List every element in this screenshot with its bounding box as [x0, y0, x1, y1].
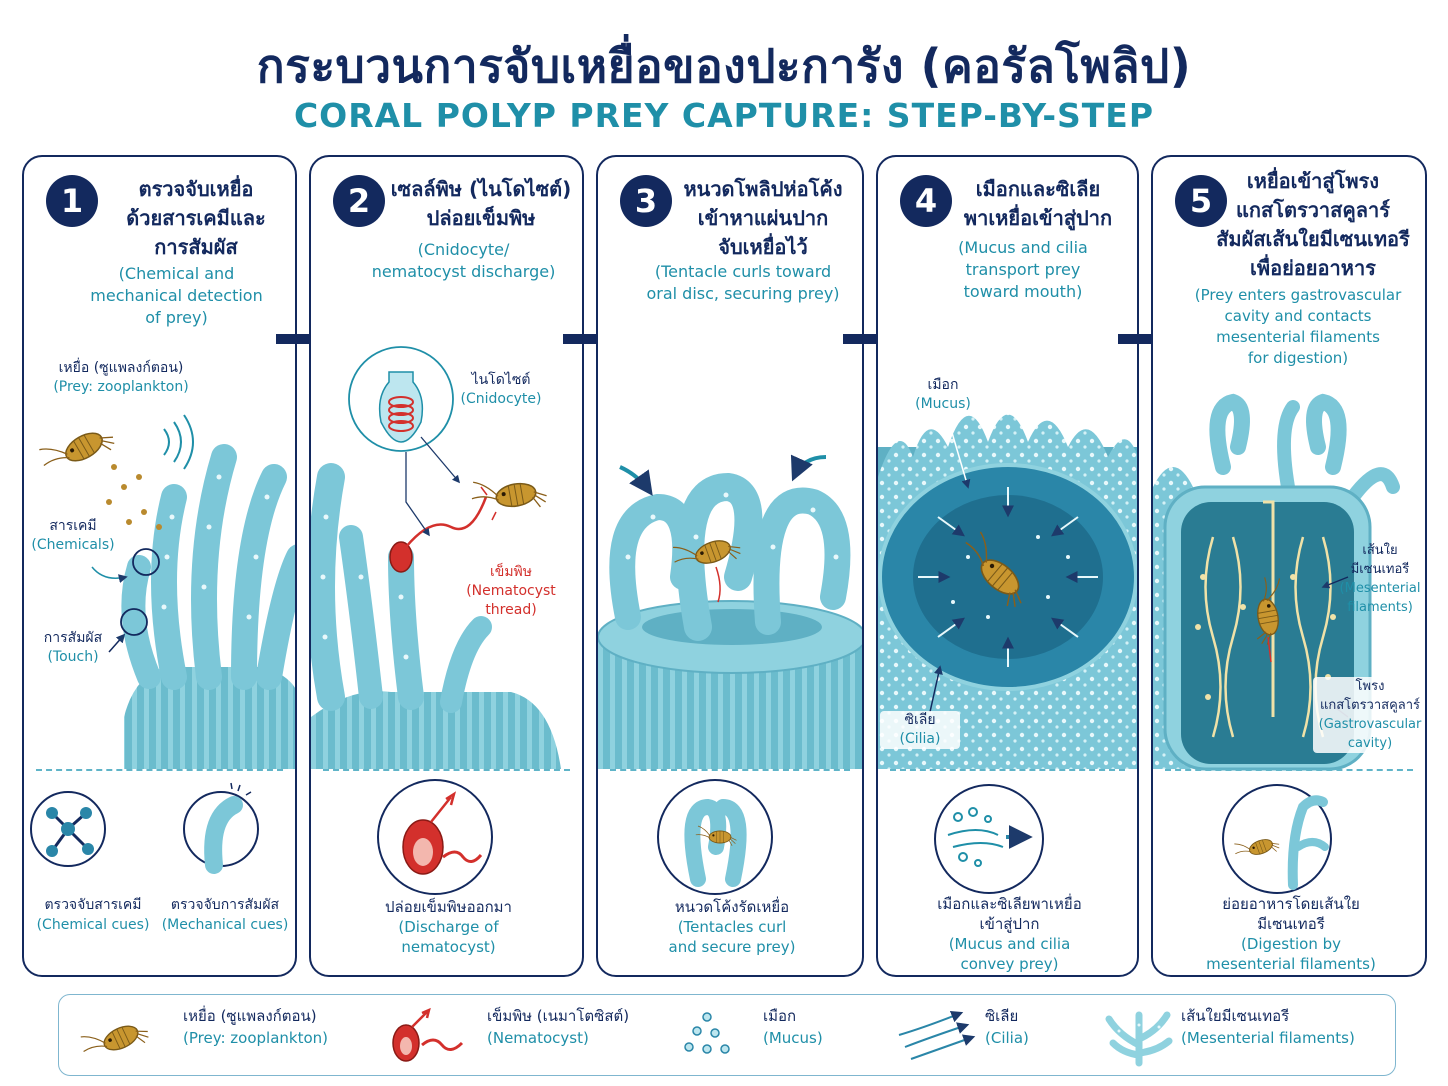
step-1-title-th: ตรวจจับเหยื่อ ด้วยสารเคมีและ การสัมผัส [126, 177, 266, 259]
mucus-label: เมือก(Mucus) [898, 376, 988, 414]
step-4-divider [890, 769, 1125, 771]
zooplankton-icon [79, 1009, 153, 1067]
step-3-title-en: (Tentacle curls toward oral disc, securi… [646, 262, 840, 303]
step-5-number: 5 [1175, 175, 1227, 227]
step-3-number: 3 [620, 175, 672, 227]
step-2-title-en: (Cnidocyte/ nematocyst discharge) [371, 240, 556, 281]
step-5-divider [1165, 769, 1413, 771]
legend-nematocyst-text: เข็มพิษ (เนมาโตซิสต์)(Nematocyst) [487, 1007, 630, 1047]
legend-mesenterial-text: เส้นใยมีเซนเทอรี(Mesenterial filaments) [1181, 1007, 1355, 1047]
touch-label: การสัมผัส(Touch) [43, 630, 103, 665]
mucus-flow-icon [934, 784, 1044, 894]
step-2-divider [323, 769, 570, 771]
legend-cilia-text: ซิเลีย(Cilia) [985, 1007, 1029, 1047]
step-1-divider [36, 769, 283, 771]
step-3-panel: 3 หนวดโพลิปห่อโค้ง เข้าหาแผ่นปาก จับเหยื… [596, 155, 864, 977]
mucus-cilia-caption: เมือกและซิเลียพาเหยื่อ เข้าสู่ปาก(Mucus … [937, 895, 1082, 973]
tentacles-curl-caption: หนวดโค้งรัดเหยื่อ(Tentacles curl and sec… [668, 898, 796, 956]
page-subtitle: CORAL POLYP PREY CAPTURE: STEP-BY-STEP [293, 96, 1155, 135]
legend-mucus-text: เมือก(Mucus) [763, 1007, 823, 1047]
step-1-panel: 1 ตรวจจับเหยื่อ ด้วยสารเคมีและ การสัมผัส… [22, 155, 297, 977]
digestion-caption: ย่อยอาหารโดยเส้นใย มีเซนเทอรี(Digestion … [1206, 895, 1376, 973]
nematocyst-thread-label: เข็มพิษ(Nematocyst thread) [466, 564, 556, 618]
step-2-number: 2 [333, 175, 385, 227]
step-3-divider [610, 769, 850, 771]
prey-icon [35, 413, 119, 484]
step-4-title-en: (Mucus and cilia transport prey toward m… [958, 238, 1088, 301]
mucus-icon [684, 1012, 730, 1054]
cilia-icon [898, 1010, 976, 1060]
legend: เหยื่อ (ซูแพลงก์ตอน)(Prey: zooplankton) … [58, 994, 1396, 1076]
nematocyst-icon [392, 1007, 464, 1062]
step-5-title-en: (Prey enters gastrovascular cavity and c… [1194, 286, 1402, 367]
mesenterial-filaments-label: เส้นใย มีเซนเทอรี(Mesenterial filaments) [1339, 543, 1421, 615]
chemicals-label: สารเคมี(Chemicals) [31, 518, 115, 553]
cilia-label: ซิเลีย(Cilia) [880, 711, 960, 749]
chemical-cues-caption: ตรวจจับสารเคมี(Chemical cues) [36, 897, 150, 933]
gastrovascular-cavity-label: โพรง แกสโตรวาสคูลาร์(Gastrovascular cavi… [1313, 677, 1425, 753]
step-1-number: 1 [46, 175, 98, 227]
cnidocyte-label: ไนโดไซต์(Cnidocyte) [460, 372, 542, 407]
discharge-caption: ปล่อยเข็มพิษออกมา(Discharge of nematocys… [385, 898, 512, 956]
step-2-illustration [311, 346, 561, 895]
prey-label: เหยื่อ (ซูแพลงก์ตอน)(Prey: zooplankton) [53, 360, 189, 395]
mesenterial-filament-icon [1105, 1011, 1173, 1067]
step-4-number: 4 [900, 175, 952, 227]
step-2-title-th: เซลล์พิษ (ไนโดไซต์) ปล่อยเข็มพิษ [390, 177, 572, 230]
step-4-title-th: เมือกและซิเลีย พาเหยื่อเข้าสู่ปาก [963, 177, 1113, 230]
mechanical-cues-caption: ตรวจจับการสัมผัส(Mechanical cues) [161, 897, 289, 933]
step-5-panel: 5 เหยื่อเข้าสู่โพรง แกสโตรวาสคูลาร์ สัมผ… [1151, 155, 1427, 977]
step-1-title-en: (Chemical and mechanical detection of pr… [90, 264, 263, 327]
step-2-panel: 2 เซลล์พิษ (ไนโดไซต์) ปล่อยเข็มพิษ (Cnid… [309, 155, 584, 977]
step-3-illustration [598, 454, 862, 895]
legend-prey-text: เหยื่อ (ซูแพลงก์ตอน)(Prey: zooplankton) [183, 1007, 329, 1047]
page-title: กระบวนการจับเหยื่อของปะการัง (คอรัลโพลิป… [256, 39, 1192, 93]
step-5-title-th: เหยื่อเข้าสู่โพรง แกสโตรวาสคูลาร์ สัมผัส… [1216, 169, 1410, 280]
step-5-illustration [1153, 393, 1400, 894]
step-3-title-th: หนวดโพลิปห่อโค้ง เข้าหาแผ่นปาก จับเหยื่อ… [683, 177, 843, 259]
step-4-panel: 4 เมือกและซิเลีย พาเหยื่อเข้าสู่ปาก (Muc… [876, 155, 1139, 977]
step-1-illustration [30, 413, 295, 874]
